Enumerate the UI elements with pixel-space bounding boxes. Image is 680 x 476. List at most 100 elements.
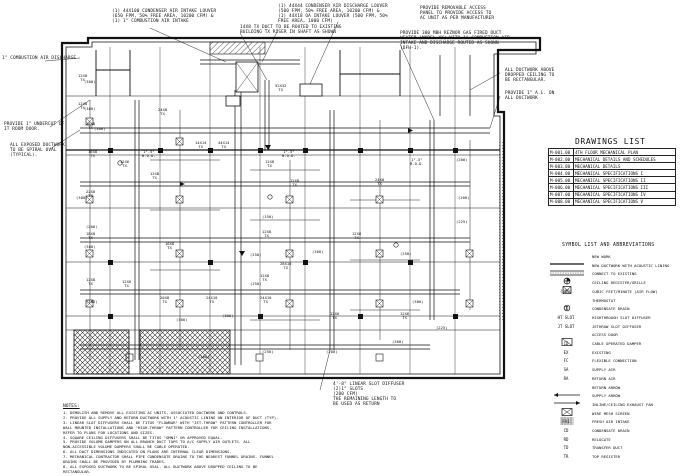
structural-columns [108,148,458,319]
duct-size-tag: 16X8 TX [165,241,175,251]
drawing-number: M-008.00 [548,197,574,206]
symbol-list-row: SUPPLY ARROW [546,392,678,406]
note-line: WALL MOUNTED INSTALLATIONS AND "HIGH-THR… [63,424,272,430]
symbol-description: RETURN ARROW [592,384,621,390]
airflow-arrows [180,128,413,256]
symbol-list-row: CD CONDENSATE DRAIN [546,305,678,314]
symbol-code: FAI [562,419,570,425]
exhaust-fan-icon [546,401,588,420]
note-line: REFER TO PLANS FOR LOCATIONS AND SIZES. [63,429,155,435]
duct-size-tag: 16X8 TX [88,149,98,159]
symbol-description: SUPPLY AIR [592,367,616,373]
symbol-code: TR [563,454,569,460]
hatched-core-right [139,329,231,375]
hatched-shaft-top [209,41,266,55]
cfm-tag: (250) [250,252,262,257]
symbol-description: FRESH AIR INTAKE [592,419,630,425]
leader-lines [44,21,501,391]
symbol-list-row: ACCESS DOOR [546,331,678,347]
callout-linear-slot-diffuser: 4'-8" LINEAR SLOT DIFFUSER (2)1" SLOTS (… [333,382,405,407]
cfm-tag: (225) [456,219,468,224]
symbol-code: CD [563,341,569,346]
duct-size-tag: 12X8 TX [352,231,362,241]
note-line: 6. ALL DUCT DIMENSIONS INDICATED ON PLAN… [63,449,232,455]
duct-size-tag: 12X8 TX [122,279,132,289]
duct-size-tag: 12X8 TX [260,273,270,283]
duct-size-tag: 24X10 TX [206,295,218,305]
hatched-core-left [73,329,130,375]
ac-unit-equipment [225,61,323,107]
drawing-number: M-001.00 [548,147,574,157]
cfm-tag: (200) [326,349,338,354]
symbol-code: CD [563,306,569,312]
note-line: 5. PROVIDE VOLUME DAMPERS ON ALL BRANCH … [63,439,251,445]
symbol-description: CONNECT TO EXISTING [592,271,637,277]
cfm-tag: (300) [176,317,188,322]
symbol-code: EX [563,349,569,355]
duct-size-tag: 24X8 TX [375,177,385,187]
symbol-description: FLEXIBLE CONNECTION [592,358,637,364]
cfm-tag: (300) [412,299,424,304]
note-line: RECTANGULAR. [63,468,92,474]
drawing-title: MECHANICAL SPECIFICATIONS V [573,197,676,206]
symbol-description: JETHROW SLOT DIFFUSER [592,323,642,329]
note-line: 2. PROVIDE ALL SUPPLY AND RETURN DUCTWOR… [63,414,279,420]
duct-size-tag: 24X10 TX [260,295,272,305]
symbol-list-row: FAI FRESH AIR INTAKE [546,418,678,427]
building-walls [60,36,542,380]
duct-size-tag: 12X6 TX [400,311,410,321]
callout-condenser-discharge: (1) 44X44 CONDENSER AIR DISCHARGE LOUVER… [278,4,388,24]
symbol-list-row: NEW DUCTWORK WITH ACOUSTIC LINING [546,262,678,276]
symbol-list-row: CONNECT TO EXISTING [546,270,678,285]
symbol-list-row: WIRE MESH SCREEN [546,410,678,425]
bod-tag: 1"-5" B.O.D. [410,157,424,167]
symbol-code: HT SLOT [557,314,575,320]
cfm-tag: (300) [84,79,96,84]
symbol-description: CONDENSATE DRAIN [592,428,630,433]
callout-access-panel: PROVIDE REMOVABLE ACCESS PANEL TO PROVID… [420,6,495,21]
symbol-description: RELOCATE [592,436,611,442]
symbol-description: CABLE OPERATED DAMPER [592,341,642,346]
duct-size-tag: 14X14 TX [195,140,207,150]
symbol-description: CEILING REGISTER/GRILLE [592,280,646,286]
access-door-icon [546,331,588,350]
duct-size-tag: 28X10 TX [280,261,292,271]
duct-size-tag: 16X8 TX [86,121,96,131]
callout-condenser-intake: (1) 44X100 CONDENSER AIR INTAKE LOUVER (… [112,9,217,24]
cfm-tag: (300) [76,195,88,200]
symbol-description: THERMOSTAT [592,297,616,303]
symbol-list-row: INLINE/CEILING EXHAUST FAN [546,401,678,416]
duct-size-tag: 12X8 TX [150,171,160,181]
note-line: 4. SQUARE CEILING DIFFUSERS SHALL BE TIT… [63,434,223,440]
cfm-tag: (300) [222,313,234,318]
duct-size-tag: 12X8 TX [262,229,272,239]
symbol-description: INLINE/CEILING EXHAUST FAN [592,401,653,407]
drawing-number: M-006.00 [548,183,574,192]
duct-size-tag: 44X14 TX [218,140,230,150]
symbol-list-row: CEILING REGISTER/GRILLE [546,279,678,294]
svg-text:T: T [565,305,569,310]
mesh-icon [546,410,588,429]
cfm-tag: (200) [458,195,470,200]
drawing-number: M-003.00 [548,162,574,171]
symbol-description: CONDENSATE DRAIN [592,306,630,312]
duct-size-tag: 12X8 TX [290,178,300,188]
symbol-description: SUPPLY ARROW [592,393,621,399]
note-line: 1. DEMOLISH AND REMOVE ALL EXISTING AC U… [63,410,249,415]
symbol-code: CD [563,428,569,433]
cfm-tag: (300) [94,126,106,131]
duct-size-tag: 24X8 TX [158,107,168,117]
thermostat-icon: T [546,297,588,316]
symbol-description: TOP REGISTER [592,454,621,460]
supply-ducts [80,59,490,365]
drawing-title: MECHANICAL DETAILS [573,162,676,171]
symbol-list-row: EX EXISTING [546,349,678,358]
symbol-description: EXISTING [592,349,611,355]
drawing-title: 4TH FLOOR MECHANICAL PLAN [573,147,676,157]
drawing-title: MECHANICAL SPECIFICATIONS II [573,176,676,185]
